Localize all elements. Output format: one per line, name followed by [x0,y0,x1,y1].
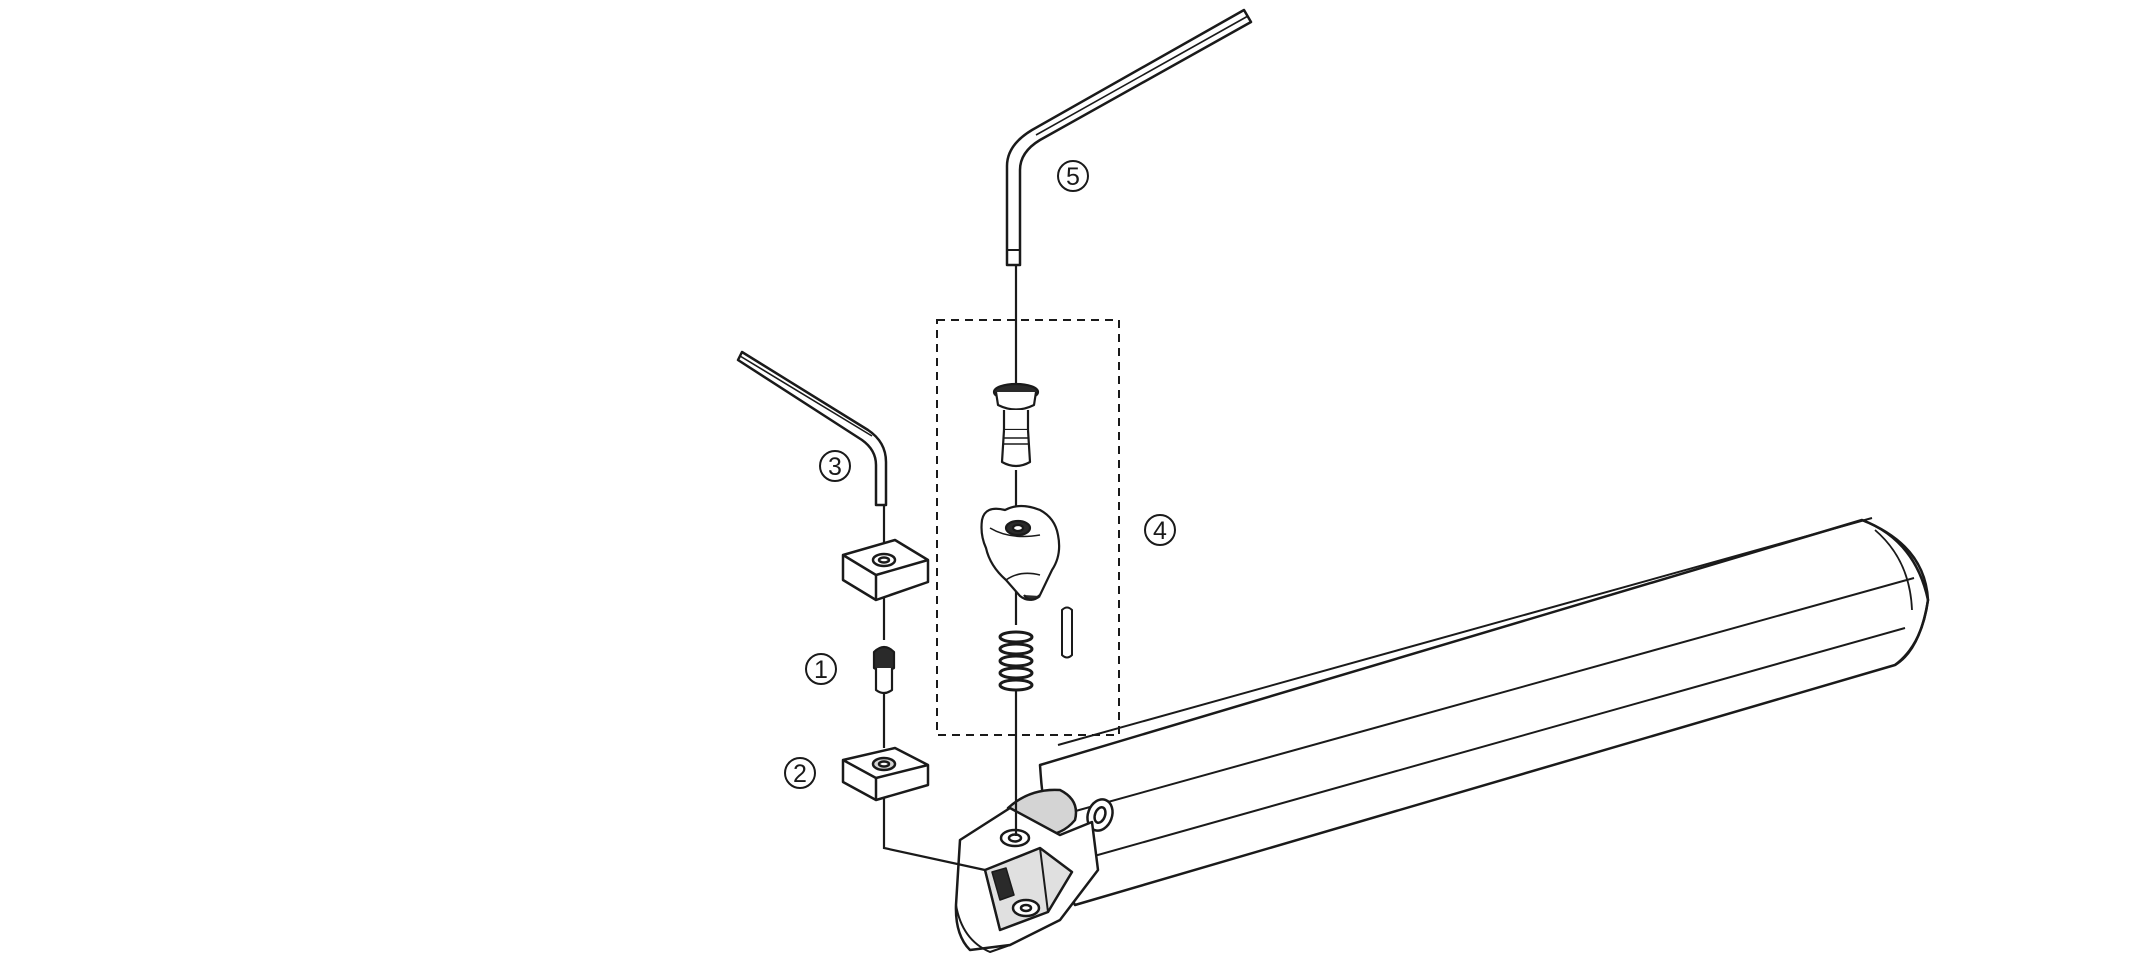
callout-4: 4 [1144,514,1176,546]
callout-5: 5 [1057,160,1089,192]
callout-1-label: 1 [814,656,828,684]
callout-4-label: 4 [1153,517,1167,545]
shim-upper [841,538,930,602]
callout-5-label: 5 [1066,163,1080,191]
clamp-screw [992,382,1040,468]
part-1-screw [872,645,896,695]
top-clamp [980,504,1061,601]
spring [998,630,1034,692]
part-2-shim [841,746,930,802]
callout-3: 3 [819,450,851,482]
hex-key-3 [736,350,888,507]
hex-key-5 [1005,8,1253,267]
callout-2: 2 [784,757,816,789]
part-4-group-box [936,319,1120,736]
pin [1061,606,1073,659]
callout-1: 1 [805,653,837,685]
callout-2-label: 2 [793,760,807,788]
boring-bar [954,517,1930,953]
callout-3-label: 3 [828,453,842,481]
